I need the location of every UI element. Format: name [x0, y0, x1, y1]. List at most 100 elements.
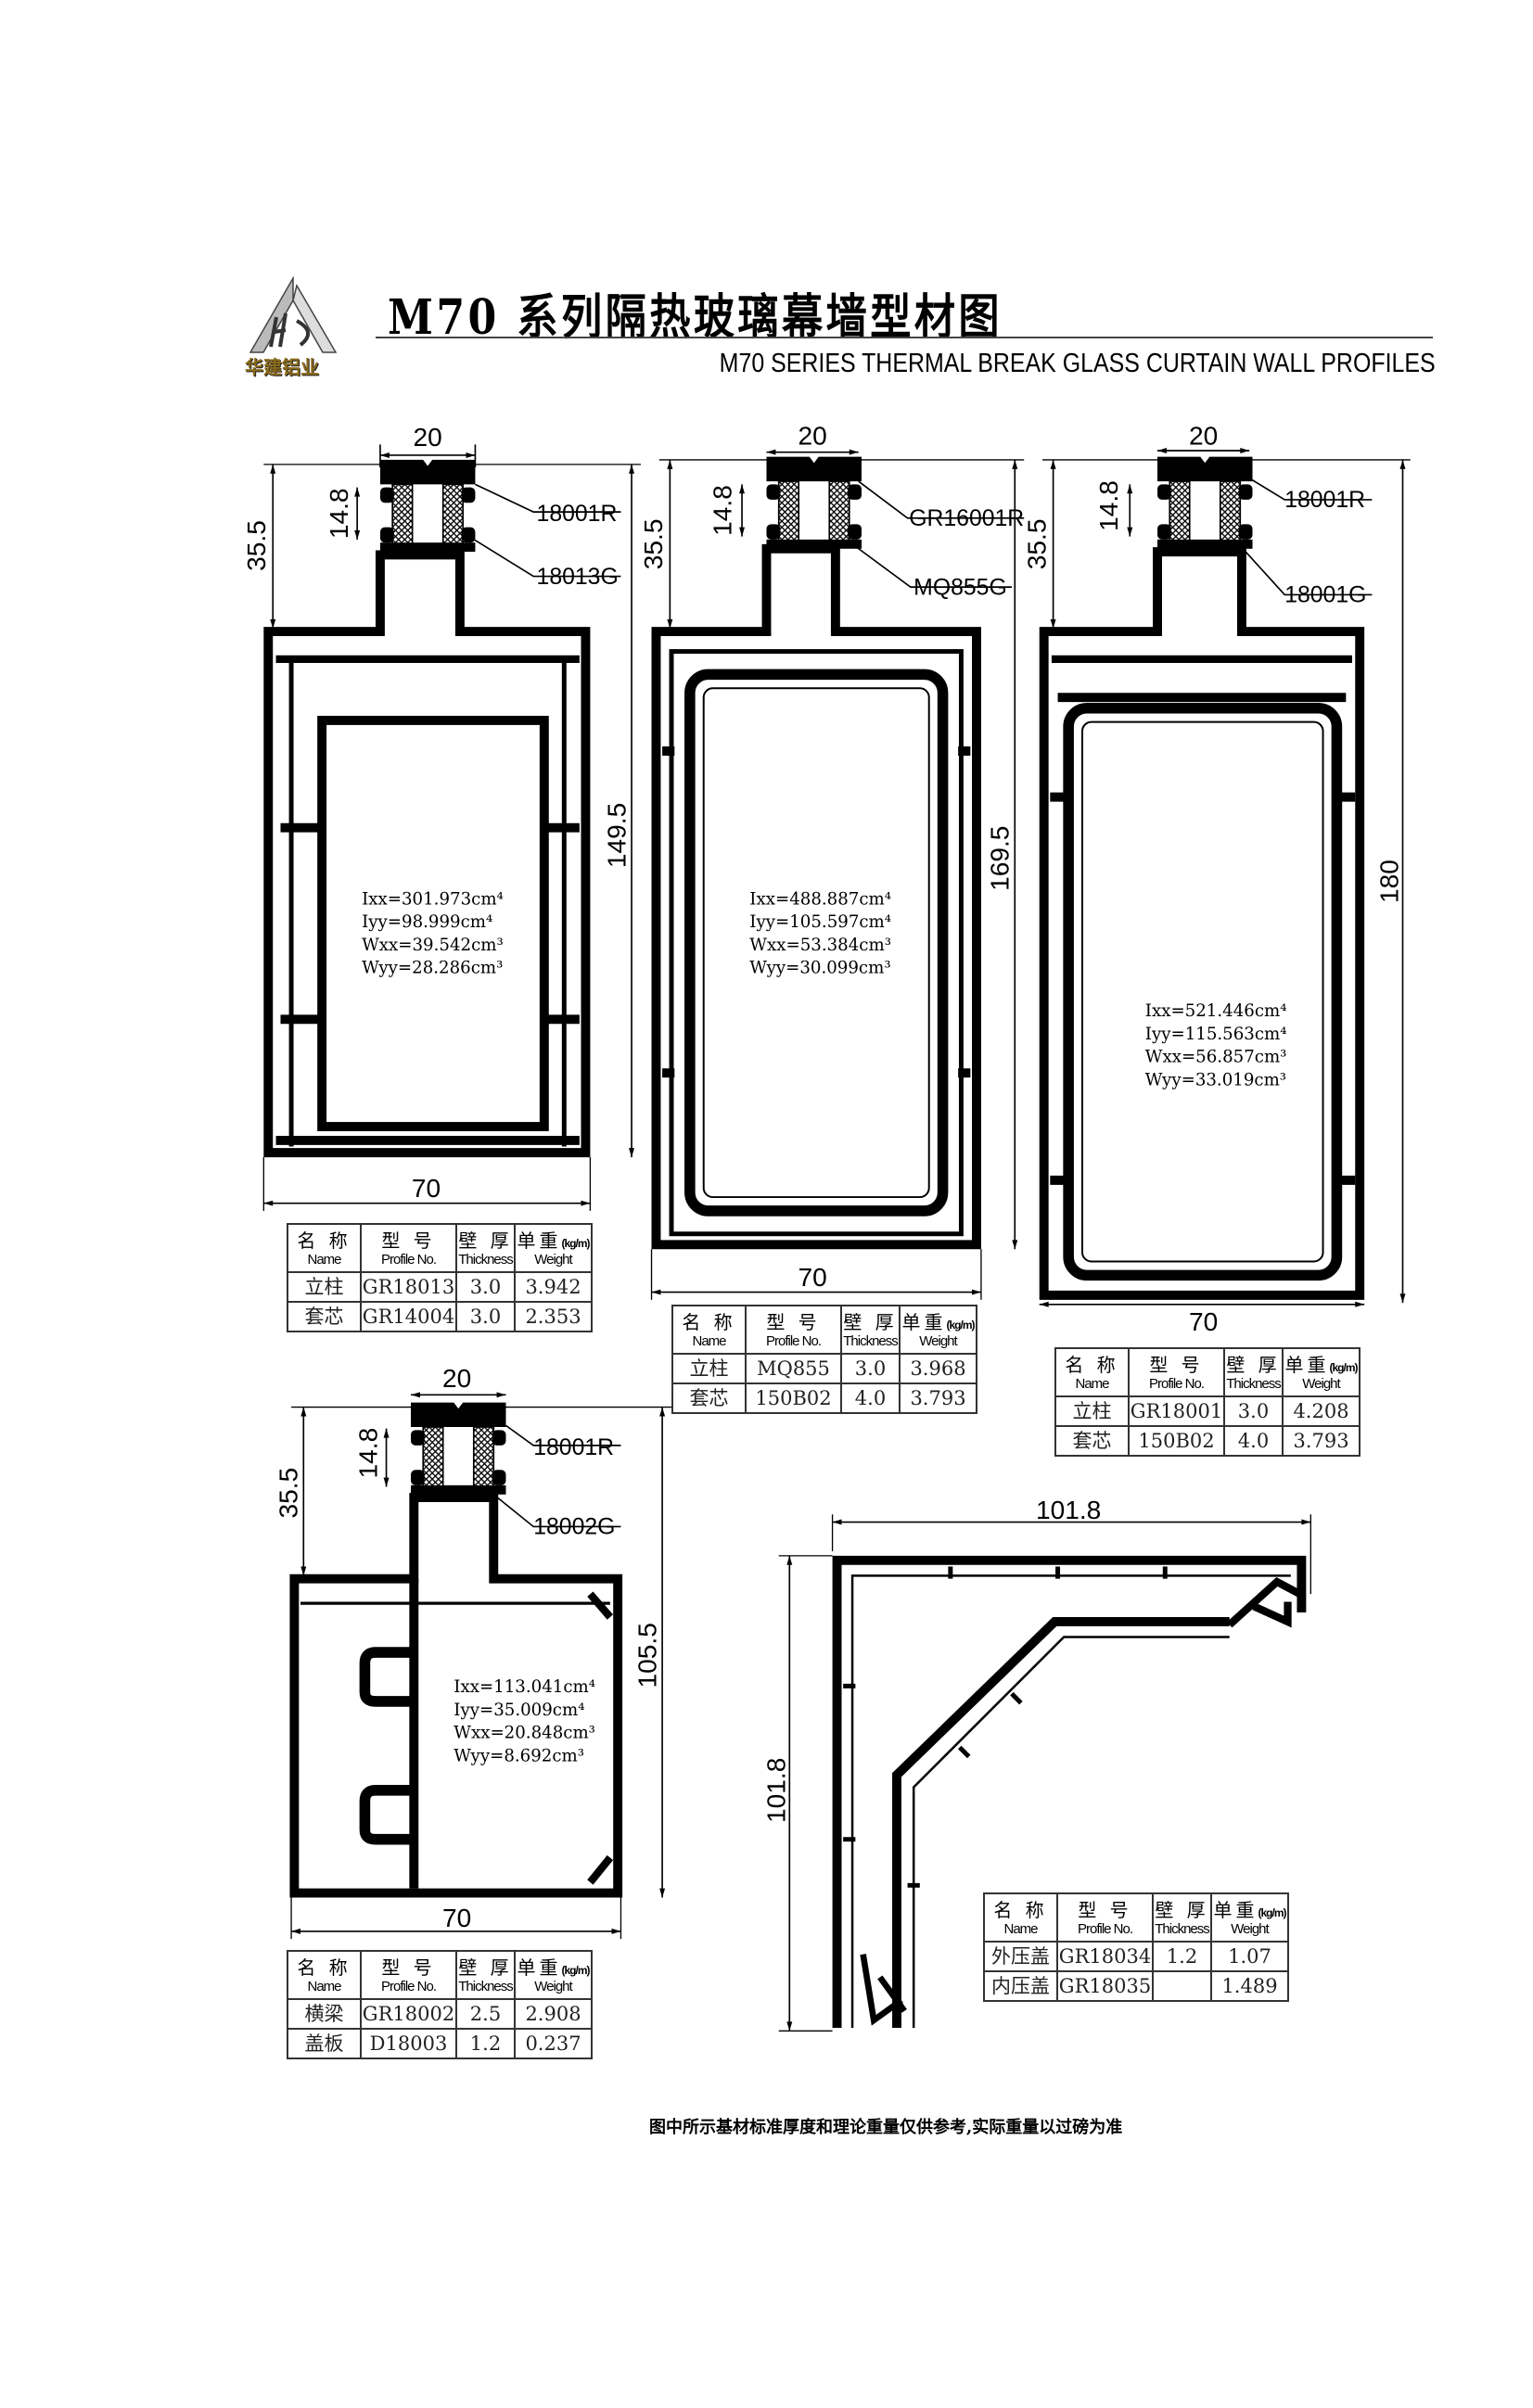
dim-width: 70 [1189, 1307, 1218, 1336]
table-cell: 2.353 [514, 1301, 593, 1332]
table-cell: 2.908 [514, 1998, 593, 2030]
profile-4-drawing: 20 14.8 35.5 105.5 70 18001R 18002G Ixx=… [275, 1364, 672, 1940]
gasket-icon [379, 459, 477, 553]
table-cell: 套芯 [287, 1301, 362, 1332]
dim-stem-height: 35.5 [275, 1468, 303, 1519]
table-cell: 外压盖 [983, 1941, 1058, 1972]
header-weight: 单重(kg/m)Weight [514, 1950, 593, 2000]
property-wxx: Wxx=53.384cm³ [749, 936, 891, 955]
table-cell: 套芯 [671, 1382, 747, 1414]
property-iyy: Iyy=98.999cm⁴ [362, 912, 492, 932]
logo-text: 华建铝业 [245, 358, 319, 378]
table-cell: 2.5 [455, 1998, 516, 2030]
property-iyy: Iyy=105.597cm⁴ [749, 912, 891, 932]
header-weight: 单重(kg/m)Weight [1210, 1892, 1289, 1943]
title-divider [376, 337, 1433, 338]
header-weight: 单重(kg/m)Weight [899, 1305, 977, 1355]
table-cell: 套芯 [1054, 1425, 1130, 1457]
table-cell: 4.208 [1282, 1395, 1361, 1427]
gasket-icon [765, 455, 862, 550]
dim-gasket-height: 14.8 [354, 1428, 383, 1479]
property-wyy: Wyy=30.099cm³ [749, 959, 890, 978]
property-wyy: Wyy=28.286cm³ [362, 959, 503, 978]
gasket-label: 18002G [533, 1515, 615, 1540]
header-weight: 单重(kg/m)Weight [1282, 1347, 1361, 1397]
table-cell: GR14004 [360, 1301, 457, 1332]
table-cell: 立柱 [1054, 1395, 1130, 1427]
table-cell: 1.2 [455, 2028, 516, 2059]
page-title: M70 系列隔热玻璃幕墙型材图 [388, 289, 1003, 346]
table-cell: MQ855 [745, 1353, 842, 1384]
table-cell: 立柱 [671, 1353, 747, 1384]
table-cell: GR18034 [1056, 1941, 1154, 1972]
table-cell: 3.793 [1282, 1425, 1361, 1457]
table-cell: GR18001 [1128, 1395, 1225, 1427]
table-cell: 4.0 [1223, 1425, 1284, 1457]
dim-stem-height: 35.5 [1022, 519, 1051, 570]
page-subtitle: M70 SERIES THERMAL BREAK GLASS CURTAIN W… [720, 349, 1436, 378]
dim-width: 101.8 [1036, 1496, 1101, 1524]
dim-top-width: 20 [798, 421, 826, 450]
dim-total-height: 149.5 [602, 803, 631, 868]
footer-note: 图中所示基材标准厚度和理论重量仅供参考,实际重量以过磅为准 [649, 2118, 1123, 2137]
table-cell: GR18013 [360, 1271, 457, 1303]
table-cell: 1.2 [1152, 1941, 1212, 1972]
gasket-icon [1156, 455, 1254, 550]
property-ixx: Ixx=521.446cm⁴ [1145, 1001, 1287, 1021]
property-ixx: Ixx=113.041cm⁴ [454, 1677, 595, 1697]
table-cell: 3.942 [514, 1271, 593, 1303]
table-cell: 3.0 [455, 1301, 516, 1332]
table-cell: 150B02 [745, 1382, 842, 1414]
property-iyy: Iyy=115.563cm⁴ [1145, 1025, 1287, 1044]
header-weight: 单重(kg/m)Weight [514, 1223, 593, 1273]
property-wxx: Wxx=39.542cm³ [362, 936, 504, 955]
table-cell: 3.968 [899, 1353, 977, 1384]
table-cell: 1.07 [1210, 1941, 1289, 1972]
gasket-label: 18013G [537, 565, 619, 590]
table-cell: 150B02 [1128, 1425, 1225, 1457]
dim-total-height: 105.5 [632, 1623, 661, 1688]
dim-top-width: 20 [1189, 421, 1218, 450]
table-cell: 盖板 [287, 2028, 362, 2059]
dim-top-width: 20 [414, 423, 442, 452]
profile-1-drawing: 20 14.8 35.5 149.5 70 18001R 18013G Ixx=… [242, 423, 641, 1211]
profile-3-drawing: 20 14.8 35.5 180 70 18001R 18001G Ixx=52… [1022, 421, 1411, 1336]
table-cell [1152, 1970, 1212, 2002]
property-iyy: Iyy=35.009cm⁴ [454, 1701, 584, 1720]
property-wyy: Wyy=8.692cm³ [454, 1746, 584, 1765]
dim-height: 101.8 [761, 1758, 790, 1823]
property-wxx: Wxx=20.848cm³ [454, 1724, 595, 1743]
table-cell: 4.0 [840, 1382, 901, 1414]
property-ixx: Ixx=301.973cm⁴ [362, 889, 504, 909]
table-cell: 横梁 [287, 1998, 362, 2030]
dim-stem-height: 35.5 [639, 519, 668, 570]
property-ixx: Ixx=488.887cm⁴ [749, 889, 891, 909]
gasket-label: 18001R [537, 502, 618, 527]
gasket-label: 18001R [533, 1435, 614, 1460]
gasket-label: MQ855G [913, 575, 1007, 600]
table-cell: 3.0 [455, 1271, 516, 1303]
dim-width: 70 [442, 1904, 471, 1932]
